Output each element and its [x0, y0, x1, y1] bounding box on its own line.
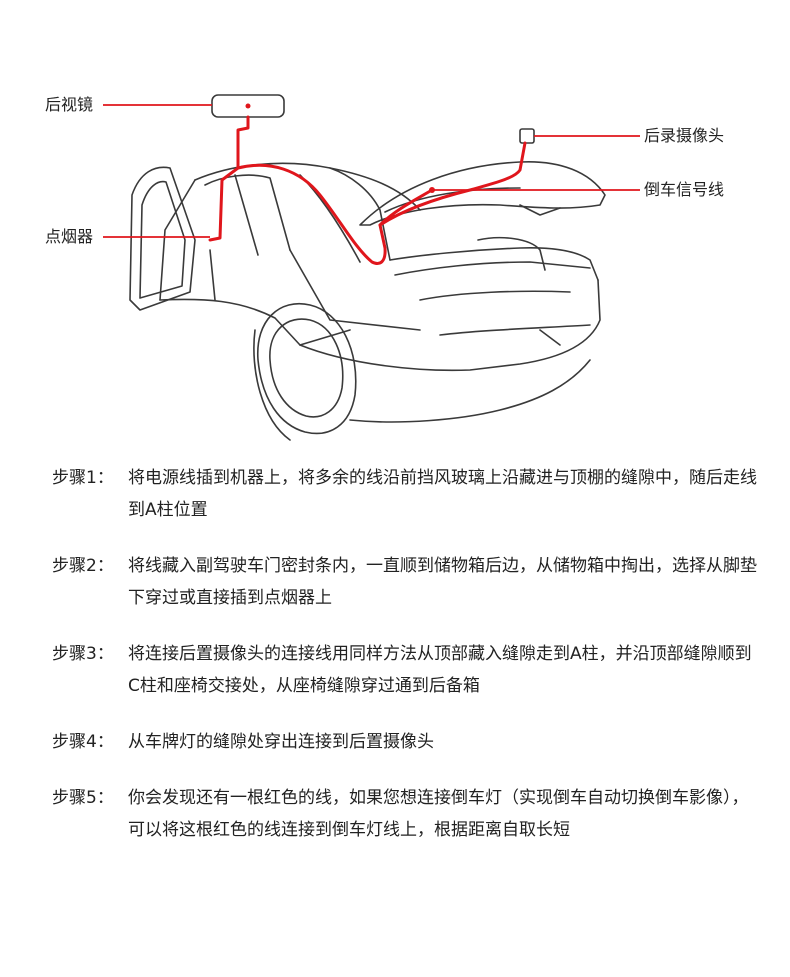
leader-lines	[103, 104, 640, 238]
mirror-label: 后视镜	[45, 95, 93, 115]
windshield	[160, 180, 195, 300]
step-text: 你会发现还有一根红色的线，如果您想连接倒车灯（实现倒车自动切换倒车影像），可以将…	[128, 782, 762, 846]
rear-camera-cable	[238, 143, 525, 263]
step-text: 将连接后置摄像头的连接线用同样方法从顶部藏入缝隙走到A柱，并沿顶部缝隙顺到C柱和…	[128, 638, 762, 702]
step-label: 步骤2：	[52, 550, 128, 614]
car-illustration	[0, 0, 790, 460]
step-1: 步骤1： 将电源线插到机器上，将多余的线沿前挡风玻璃上沿藏进与顶棚的缝隙中，随后…	[52, 462, 762, 526]
step-label: 步骤5：	[52, 782, 128, 846]
reverse-signal-label: 倒车信号线	[644, 180, 724, 200]
step-text: 从车牌灯的缝隙处穿出连接到后置摄像头	[128, 726, 762, 758]
rear-camera-label: 后录摄像头	[644, 126, 724, 146]
rear-wheel	[254, 304, 356, 440]
step-label: 步骤3：	[52, 638, 128, 702]
step-text: 将电源线插到机器上，将多余的线沿前挡风玻璃上沿藏进与顶棚的缝隙中，随后走线到A柱…	[128, 462, 762, 526]
reverse-signal-wire	[380, 190, 432, 225]
step-text: 将线藏入副驾驶车门密封条内，一直顺到储物箱后边，从储物箱中掏出，选择从脚垫下穿过…	[128, 550, 762, 614]
step-4: 步骤4： 从车牌灯的缝隙处穿出连接到后置摄像头	[52, 726, 762, 758]
step-3: 步骤3： 将连接后置摄像头的连接线用同样方法从顶部藏入缝隙走到A柱，并沿顶部缝隙…	[52, 638, 762, 702]
car-outline	[130, 162, 605, 440]
car-wiring-diagram: 后视镜 后录摄像头 倒车信号线 点烟器	[0, 0, 790, 460]
step-2: 步骤2： 将线藏入副驾驶车门密封条内，一直顺到储物箱后边，从储物箱中掏出，选择从…	[52, 550, 762, 614]
rear-camera-device	[520, 129, 534, 143]
cigarette-lighter-label: 点烟器	[45, 227, 93, 247]
step-5: 步骤5： 你会发现还有一根红色的线，如果您想连接倒车灯（实现倒车自动切换倒车影像…	[52, 782, 762, 846]
installation-steps: 步骤1： 将电源线插到机器上，将多余的线沿前挡风玻璃上沿藏进与顶棚的缝隙中，随后…	[52, 462, 762, 870]
power-cable	[210, 117, 248, 240]
step-label: 步骤1：	[52, 462, 128, 526]
trunk-opening	[390, 248, 598, 280]
rear-window	[330, 168, 390, 260]
step-label: 步骤4：	[52, 726, 128, 758]
